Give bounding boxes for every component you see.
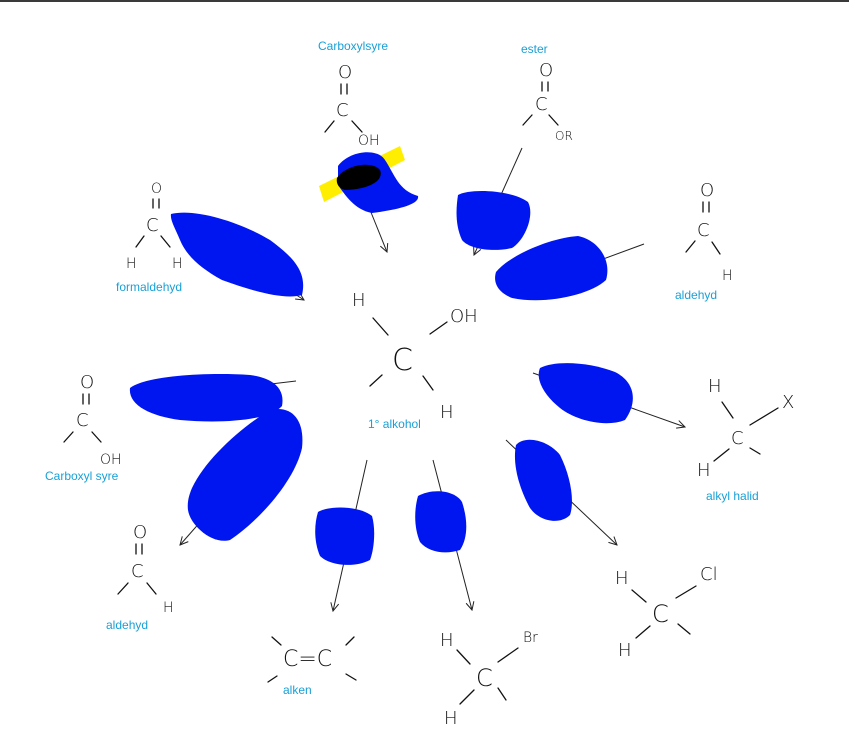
alkylhalide-x: X — [782, 392, 794, 413]
aldehyde-right-label: aldehyd — [675, 288, 717, 302]
carboxylic-top-label: Carboxylsyre — [318, 39, 388, 53]
formaldehyde-c: C — [146, 215, 159, 236]
product-aldehyde-left: O C H aldehyd — [106, 522, 174, 632]
alkylhalide-label: alkyl halid — [706, 489, 759, 503]
product-alkyl-halide: H X C H alkyl halid — [697, 376, 794, 503]
bromide-c: C — [476, 664, 493, 692]
chloride-c: C — [652, 600, 669, 628]
center-oh: OH — [450, 306, 478, 327]
formaldehyde-h2: H — [172, 256, 183, 272]
product-carboxylic-acid-left: O C OH Carboxyl syre — [45, 372, 122, 483]
aldehyde-right-h: H — [722, 268, 733, 284]
ester-label: ester — [521, 42, 548, 56]
formaldehyde-o: O — [151, 181, 162, 197]
carboxylic-left-label: Carboxyl syre — [45, 469, 119, 483]
aldehyde-left-label: aldehyd — [106, 618, 148, 632]
product-ester: ester O C OR — [521, 42, 573, 143]
alkylhalide-c: C — [731, 428, 744, 449]
center-carbon: C — [392, 343, 413, 378]
center-label: 1° alkohol — [368, 417, 421, 431]
chloride-h1: H — [615, 568, 629, 589]
bromide-br: Br — [523, 630, 538, 646]
chloride-h2: H — [618, 640, 632, 661]
carboxylic-left-oh: OH — [100, 452, 122, 468]
chloride-cl: Cl — [700, 564, 718, 585]
product-bromide: H Br C H — [440, 630, 538, 729]
product-carboxylic-acid-top: Carboxylsyre O C OH — [318, 39, 388, 149]
aldehyde-left-o: O — [133, 522, 147, 543]
product-alkene: C=C alken — [267, 636, 357, 697]
alkylhalide-h2: H — [697, 460, 711, 481]
aldehyde-right-o: O — [700, 180, 714, 201]
center-h-bottom: H — [440, 402, 454, 423]
scribble-covers — [129, 146, 633, 565]
center-h-top: H — [352, 290, 366, 311]
product-formaldehyde: O C H H formaldehyd — [116, 181, 183, 294]
alkylhalide-h1: H — [708, 376, 722, 397]
product-aldehyde-right: O C H aldehyd — [675, 180, 733, 302]
bromide-h1: H — [440, 630, 454, 651]
top-border — [0, 0, 849, 2]
carboxylic-top-c: C — [336, 100, 349, 121]
formaldehyde-label: formaldehyd — [116, 280, 182, 294]
aldehyde-right-c: C — [697, 220, 710, 241]
center-molecule: H OH C H 1° alkohol — [352, 290, 478, 431]
alkene-formula: C=C — [283, 647, 332, 672]
ester-o: O — [539, 60, 553, 81]
carboxylic-left-o: O — [80, 372, 94, 393]
aldehyde-left-h: H — [163, 600, 174, 616]
aldehyde-left-c: C — [131, 561, 144, 582]
carboxylic-top-o: O — [338, 62, 352, 83]
ester-c: C — [535, 94, 548, 115]
product-chloride: H Cl C H — [615, 564, 718, 661]
ester-or: OR — [555, 129, 573, 143]
alkene-label: alken — [283, 683, 312, 697]
carboxylic-top-oh: OH — [358, 133, 380, 149]
formaldehyde-h1: H — [126, 256, 137, 272]
bromide-h2: H — [444, 708, 458, 729]
carboxylic-left-c: C — [76, 410, 89, 431]
